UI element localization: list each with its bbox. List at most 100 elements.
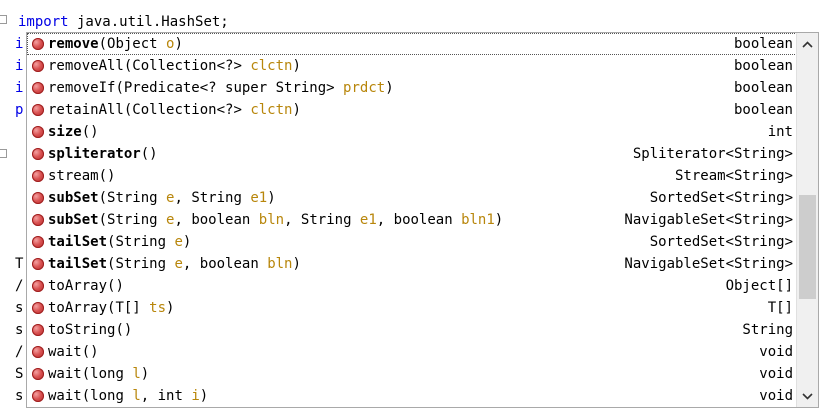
method-name: size [48, 124, 82, 140]
parameter-name: l [132, 366, 141, 382]
method-name: retainAll [48, 102, 124, 118]
return-type: void [759, 366, 793, 382]
method-signature: remove(Object o) [48, 36, 183, 52]
completion-item[interactable]: wait(long l) void [27, 363, 797, 385]
return-type: Object[] [725, 278, 793, 294]
close-paren: ) [107, 168, 116, 184]
method-signature: toArray(T[] ts) [48, 300, 174, 316]
completion-item[interactable]: stream()Stream<String> [27, 165, 797, 187]
completion-item[interactable]: retainAll(Collection<?> clctn) boolean [27, 99, 797, 121]
code-line-import: import java.util.HashSet; [18, 14, 229, 30]
parameter-name: e [174, 256, 183, 272]
open-paren: ( [98, 190, 108, 206]
completion-scrollbar[interactable] [796, 33, 818, 407]
fold-marker[interactable] [0, 149, 7, 158]
completion-item[interactable]: removeIf(Predicate<? super String> prdct… [27, 77, 797, 99]
parameter-name: clctn [250, 58, 293, 74]
close-paren: ) [90, 124, 99, 140]
parameter-type: Collection<?> [132, 102, 251, 118]
method-icon [32, 192, 44, 204]
method-icon [32, 258, 44, 270]
open-paren: ( [140, 146, 150, 162]
parameter-type: String [115, 234, 175, 250]
method-signature: size() [48, 124, 99, 140]
open-paren: ( [81, 388, 91, 404]
open-paren: ( [81, 124, 91, 140]
method-icon [32, 346, 44, 358]
close-paren: ) [166, 300, 175, 316]
parameter-name: e1 [250, 190, 268, 206]
open-paren: ( [98, 168, 108, 184]
completion-item[interactable]: toArray()Object[] [27, 275, 797, 297]
completion-item[interactable]: tailSet(String e)SortedSet<String> [27, 231, 797, 253]
code-line-fragment: / [15, 278, 24, 294]
method-name: tailSet [48, 256, 108, 272]
return-type: boolean [733, 102, 793, 118]
parameter-type: Collection<?> [132, 58, 251, 74]
completion-item[interactable]: toArray(T[] ts) T[] [27, 297, 797, 319]
method-name: remove [48, 36, 99, 52]
method-signature: removeAll(Collection<?> clctn) [48, 58, 301, 74]
return-type: Spliterator<String> [632, 146, 793, 162]
code-line-fragment: i [15, 80, 24, 96]
scroll-up-button[interactable] [797, 33, 818, 55]
method-icon [32, 280, 44, 292]
method-icon [32, 390, 44, 402]
method-name: subSet [48, 212, 99, 228]
return-type: boolean [733, 80, 793, 96]
completion-item[interactable]: size()int [27, 121, 797, 143]
method-name: stream [48, 168, 99, 184]
method-signature: removeIf(Predicate<? super String> prdct… [48, 80, 394, 96]
scrollbar-thumb[interactable] [799, 195, 816, 300]
open-paren: ( [81, 344, 91, 360]
parameter-type: , int [140, 388, 192, 404]
completion-item[interactable]: toString()String [27, 319, 797, 341]
return-type: void [759, 388, 793, 404]
completion-item[interactable]: tailSet(String e, boolean bln)NavigableS… [27, 253, 797, 275]
close-paren: ) [115, 278, 124, 294]
parameter-type: Predicate<? super String> [123, 80, 344, 96]
code-line-fragment: T [15, 256, 24, 272]
completion-item[interactable]: subSet(String e, boolean bln, String e1,… [27, 209, 797, 231]
return-type: String [742, 322, 793, 338]
method-signature: wait(long l) [48, 366, 149, 382]
completion-item[interactable]: removeAll(Collection<?> clctn)boolean [27, 55, 797, 77]
scroll-down-button[interactable] [797, 385, 818, 407]
parameter-type: String [107, 190, 167, 206]
completion-item[interactable]: subSet(String e, String e1)SortedSet<Str… [27, 187, 797, 209]
completion-item[interactable]: wait(long l, int i)void [27, 385, 797, 407]
method-icon [32, 302, 44, 314]
parameter-type: , boolean [376, 212, 462, 228]
code-line-fragment: i [15, 36, 24, 52]
parameter-name: i [191, 388, 200, 404]
open-paren: ( [115, 80, 124, 96]
parameter-type: , boolean [174, 212, 259, 228]
method-signature: stream() [48, 168, 115, 184]
method-signature: retainAll(Collection<?> clctn) [48, 102, 301, 118]
code-line-fragment: s [15, 322, 24, 338]
fold-marker[interactable] [0, 15, 7, 24]
return-type: void [759, 344, 793, 360]
method-name: removeAll [48, 58, 124, 74]
close-paren: ) [123, 322, 133, 338]
parameter-name: e [166, 190, 175, 206]
method-name: spliterator [48, 146, 141, 162]
method-signature: subSet(String e, String e1) [48, 190, 276, 206]
completion-item[interactable]: wait() void [27, 341, 797, 363]
method-icon [32, 82, 44, 94]
close-paren: ) [292, 58, 301, 74]
return-type: T[] [767, 300, 793, 316]
method-icon [32, 214, 44, 226]
import-text: java.util.HashSet; [68, 14, 229, 30]
method-signature: tailSet(String e, boolean bln) [48, 256, 301, 272]
parameter-name: bln [267, 256, 293, 272]
open-paren: ( [123, 102, 133, 118]
method-signature: wait() [48, 344, 99, 360]
import-keyword: import [18, 14, 69, 30]
completion-item[interactable]: remove(Object o)boolean [27, 33, 797, 55]
completion-item[interactable]: spliterator()Spliterator<String> [27, 143, 797, 165]
method-icon [32, 104, 44, 116]
